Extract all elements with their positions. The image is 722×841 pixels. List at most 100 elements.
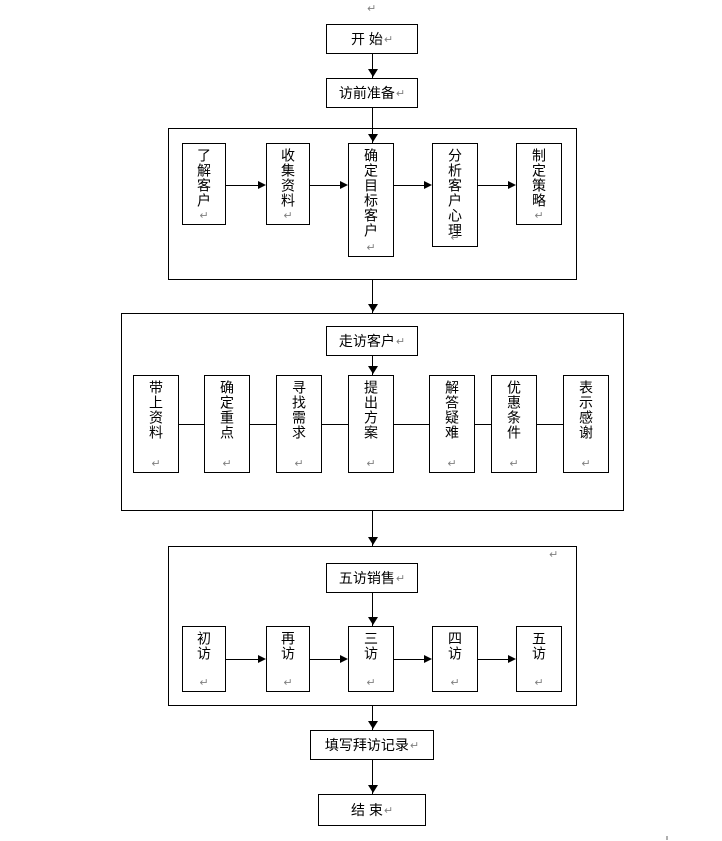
pilcrow-icon: ↵ — [395, 86, 406, 100]
arrowhead-down-icon — [367, 617, 378, 625]
connector-g2-4-5 — [475, 424, 491, 425]
connector-g2-1-2 — [250, 424, 276, 425]
connector-g3-3-4 — [478, 659, 508, 660]
paragraph-mark-group3: ↵ — [549, 548, 559, 561]
pilcrow-icon: ↵ — [447, 457, 457, 470]
arrowhead-right-icon — [340, 655, 348, 663]
connector-header-to-propose — [372, 356, 373, 375]
node-label: 表示感谢 — [578, 380, 594, 440]
node-label: 三访 — [363, 631, 379, 661]
arrowhead-down-icon — [367, 134, 378, 142]
node-label: 确定目标客户 — [363, 148, 379, 238]
node-fourth-visit[interactable]: 四访 ↵ — [432, 626, 478, 692]
pilcrow-icon: ↵ — [283, 676, 293, 689]
connector-g3-2-3 — [394, 659, 424, 660]
connector-group2-to-group3 — [372, 511, 373, 546]
node-label: 寻找需求 — [291, 380, 307, 440]
node-prepare-label: 访前准备 — [338, 84, 395, 101]
node-first-visit[interactable]: 初访 ↵ — [182, 626, 226, 692]
connector-header-to-third-visit — [372, 593, 373, 626]
node-label: 优惠条件 — [506, 380, 522, 440]
connector-g2-5-6 — [537, 424, 563, 425]
pilcrow-icon: ↵ — [383, 803, 394, 817]
node-label: 带上资料 — [148, 380, 164, 440]
arrowhead-down-icon — [367, 366, 378, 374]
arrowhead-down-icon — [367, 537, 378, 545]
pilcrow-icon: ↵ — [283, 209, 293, 222]
node-third-visit[interactable]: 三访 ↵ — [348, 626, 394, 692]
arrowhead-right-icon — [258, 181, 266, 189]
connector-g1-1-2 — [310, 185, 340, 186]
page-corner-mark — [666, 836, 668, 840]
node-formulate-strategy[interactable]: 制定策略 ↵ — [516, 143, 562, 225]
node-analyze-customer-psychology[interactable]: 分析客户心理 ↵ — [432, 143, 478, 247]
node-label: 五访销售 — [338, 569, 395, 586]
node-label: 确定重点 — [219, 380, 235, 440]
pilcrow-icon: ↵ — [581, 457, 591, 470]
node-answer-questions[interactable]: 解答疑难 ↵ — [429, 375, 475, 473]
pilcrow-icon: ↵ — [294, 457, 304, 470]
node-label: 再访 — [280, 631, 296, 661]
node-label: 制定策略 — [531, 148, 547, 208]
node-start-label: 开 始 — [350, 30, 383, 47]
pilcrow-icon: ↵ — [509, 457, 519, 470]
node-fifth-visit[interactable]: 五访 ↵ — [516, 626, 562, 692]
pilcrow-icon: ↵ — [534, 676, 544, 689]
pilcrow-icon: ↵ — [366, 457, 376, 470]
node-label: 解答疑难 — [444, 380, 460, 440]
node-second-visit[interactable]: 再访 ↵ — [266, 626, 310, 692]
node-label: 走访客户 — [338, 332, 395, 349]
node-start[interactable]: 开 始↵ — [326, 24, 418, 54]
node-bring-materials[interactable]: 带上资料 ↵ — [133, 375, 179, 473]
pilcrow-icon: ↵ — [395, 334, 406, 348]
connector-g1-0-1 — [226, 185, 258, 186]
pilcrow-icon: ↵ — [450, 231, 460, 244]
node-fill-visit-record[interactable]: 填写拜访记录↵ — [310, 730, 434, 760]
connector-group3-to-record — [372, 706, 373, 730]
arrowhead-right-icon — [424, 655, 432, 663]
pilcrow-icon: ↵ — [151, 457, 161, 470]
node-visit-customer-header[interactable]: 走访客户↵ — [326, 326, 418, 356]
node-propose-plan[interactable]: 提出方案 ↵ — [348, 375, 394, 473]
connector-start-to-prepare — [372, 54, 373, 78]
node-label: 分析客户心理 — [447, 148, 463, 238]
node-label: 收集资料 — [280, 148, 296, 208]
node-find-needs[interactable]: 寻找需求 ↵ — [276, 375, 322, 473]
pilcrow-icon: ↵ — [199, 209, 209, 222]
pilcrow-icon: ↵ — [366, 241, 376, 254]
node-label: 提出方案 — [363, 380, 379, 440]
node-label: 五访 — [531, 631, 547, 661]
pilcrow-icon: ↵ — [383, 32, 394, 46]
arrowhead-down-icon — [367, 304, 378, 312]
arrowhead-right-icon — [508, 181, 516, 189]
pilcrow-icon: ↵ — [222, 457, 232, 470]
node-express-thanks[interactable]: 表示感谢 ↵ — [563, 375, 609, 473]
node-label: 了解客户 — [196, 148, 212, 208]
node-end[interactable]: 结 束↵ — [318, 794, 426, 826]
pilcrow-icon: ↵ — [366, 676, 376, 689]
node-pre-visit-preparation[interactable]: 访前准备↵ — [326, 78, 418, 108]
node-determine-key-points[interactable]: 确定重点 ↵ — [204, 375, 250, 473]
pilcrow-icon: ↵ — [395, 571, 406, 585]
pilcrow-icon: ↵ — [450, 676, 460, 689]
connector-g2-0-1 — [179, 424, 204, 425]
connector-prepare-to-group1 — [372, 108, 373, 143]
connector-g1-2-3 — [394, 185, 424, 186]
node-preferential-terms[interactable]: 优惠条件 ↵ — [491, 375, 537, 473]
node-label: 四访 — [447, 631, 463, 661]
arrowhead-down-icon — [367, 69, 378, 77]
pilcrow-icon: ↵ — [534, 209, 544, 222]
node-label: 初访 — [196, 631, 212, 661]
arrowhead-right-icon — [258, 655, 266, 663]
node-five-visit-sales-header[interactable]: 五访销售↵ — [326, 563, 418, 593]
connector-g3-1-2 — [310, 659, 340, 660]
paragraph-mark-top: ↵ — [367, 2, 377, 15]
pilcrow-icon: ↵ — [409, 738, 420, 752]
node-determine-target-customer[interactable]: 确定目标客户 ↵ — [348, 143, 394, 257]
arrowhead-down-icon — [367, 785, 378, 793]
connector-g1-3-4 — [478, 185, 508, 186]
node-label: 填写拜访记录 — [324, 736, 409, 753]
connector-record-to-end — [372, 760, 373, 794]
node-collect-materials[interactable]: 收集资料 ↵ — [266, 143, 310, 225]
node-understand-customer[interactable]: 了解客户 ↵ — [182, 143, 226, 225]
